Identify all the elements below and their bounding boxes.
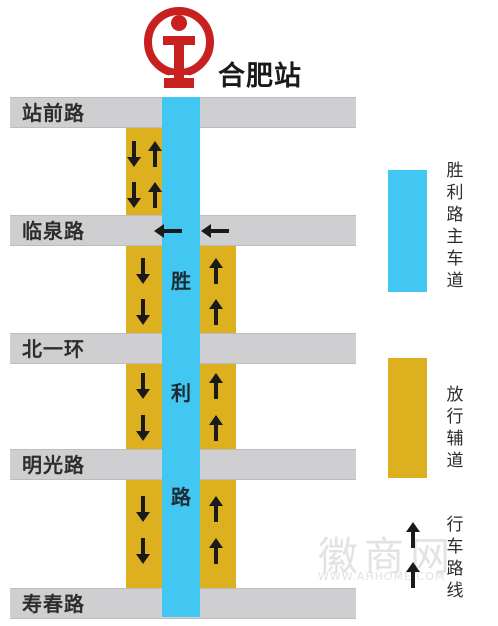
road-label: 明光路 [22, 453, 85, 477]
up-arrow-icon [148, 182, 162, 208]
up-arrow-icon [406, 522, 420, 548]
up-arrow-icon [148, 141, 162, 167]
up-arrow-icon [209, 415, 223, 441]
down-arrow-icon [127, 182, 141, 208]
up-arrow-icon [209, 299, 223, 325]
left-arrow-icon [154, 224, 182, 238]
main-road-char: 路 [171, 485, 191, 509]
road-label: 寿春路 [22, 592, 85, 616]
china-railway-logo-icon [144, 7, 214, 88]
down-arrow-icon [136, 299, 150, 325]
up-arrow-icon [406, 562, 420, 588]
down-arrow-icon [127, 141, 141, 167]
down-arrow-icon [136, 496, 150, 522]
auxiliary-lane [200, 478, 236, 588]
legend-route-label: 行车路线 [446, 515, 464, 601]
road-label: 临泉路 [22, 219, 85, 243]
legend-main-road-swatch [388, 170, 427, 292]
main-road-char: 利 [171, 381, 191, 405]
station-name: 合肥站 [218, 61, 302, 92]
main-road-shengli: 胜 利 路 [162, 97, 200, 617]
up-arrow-icon [209, 258, 223, 284]
main-road-char: 胜 [171, 269, 191, 293]
watermark-url: WWW.AHHOME.COM [318, 570, 446, 583]
down-arrow-icon [136, 415, 150, 441]
watermark: 徽商网 [318, 534, 456, 580]
road-label: 北一环 [22, 337, 85, 361]
down-arrow-icon [136, 538, 150, 564]
legend-auxiliary-road-label: 放行辅道 [446, 385, 464, 471]
down-arrow-icon [136, 258, 150, 284]
road-label: 站前路 [22, 101, 85, 125]
legend-main-road-label: 胜利路主车道 [446, 161, 464, 291]
legend-auxiliary-road-swatch [388, 358, 427, 478]
up-arrow-icon [209, 538, 223, 564]
up-arrow-icon [209, 373, 223, 399]
up-arrow-icon [209, 496, 223, 522]
down-arrow-icon [136, 373, 150, 399]
auxiliary-lane [126, 478, 162, 588]
left-arrow-icon [201, 224, 229, 238]
